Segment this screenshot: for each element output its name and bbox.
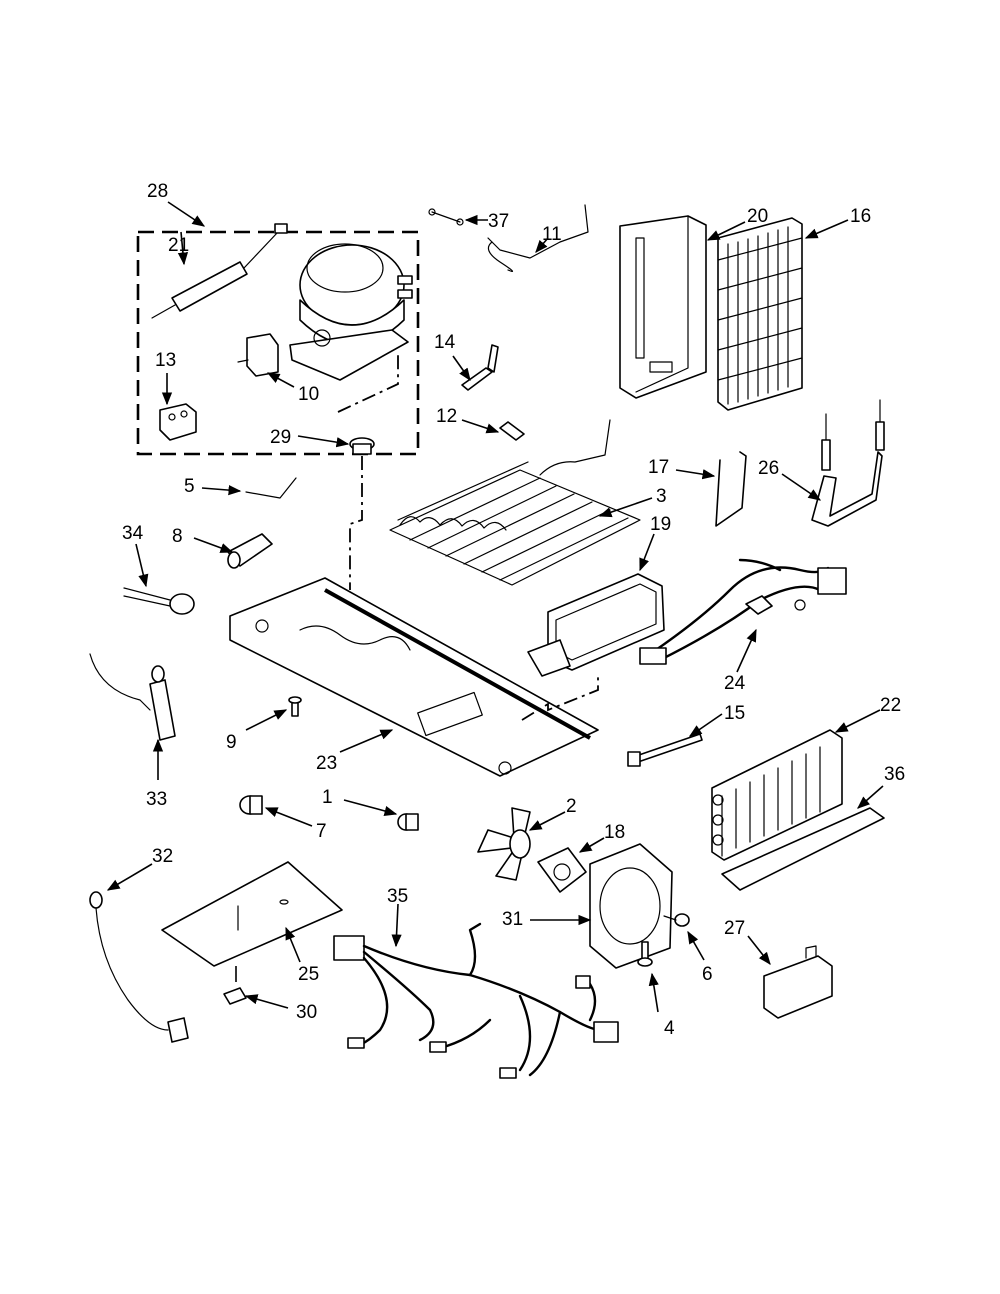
compressor-part[interactable] (289, 243, 413, 381)
spacer-7-part[interactable] (239, 795, 263, 815)
callout-18: 18 (604, 822, 625, 843)
screw-6-part[interactable] (663, 913, 690, 927)
callout-7: 7 (316, 821, 327, 842)
condenser-shroud-part[interactable] (619, 215, 707, 399)
evaporator-part[interactable] (389, 419, 641, 586)
callout-6: 6 (702, 964, 713, 985)
fan-bracket-part[interactable] (589, 843, 673, 969)
fan-blade-part[interactable] (477, 807, 531, 881)
callout-27: 27 (724, 918, 745, 939)
callout-34: 34 (122, 523, 144, 544)
start-relay-part[interactable] (237, 333, 279, 377)
callout-24: 24 (724, 673, 746, 694)
grommet-part[interactable] (349, 437, 375, 455)
compressor-kit-group (136, 223, 420, 456)
base-plate-part[interactable] (229, 577, 599, 777)
callout-16: 16 (850, 206, 871, 227)
callout-29: 29 (270, 427, 291, 448)
tube-37-part[interactable] (428, 208, 464, 226)
leader-lines (106, 201, 884, 1013)
capacitor-part[interactable] (159, 403, 197, 441)
tube-26-part[interactable] (811, 399, 885, 527)
callout-36: 36 (884, 764, 905, 785)
tube-14-part[interactable] (461, 344, 499, 391)
callout-37: 37 (488, 211, 509, 232)
callout-20: 20 (747, 206, 768, 227)
callout-25: 25 (298, 964, 319, 985)
thermistor-34-part[interactable] (123, 587, 195, 615)
callout-17: 17 (648, 457, 669, 478)
callout-1: 1 (322, 787, 333, 808)
callout-10: 10 (298, 384, 319, 405)
callout-32: 32 (152, 846, 173, 867)
cover-36-part[interactable] (721, 807, 885, 891)
drain-pan-part[interactable] (527, 573, 665, 677)
wire-harness-part[interactable] (333, 922, 619, 1079)
callout-11: 11 (542, 224, 562, 245)
fan-motor-part[interactable] (537, 847, 587, 893)
tube-17-part[interactable] (715, 451, 747, 527)
screw-9-part[interactable] (288, 696, 302, 717)
control-27-part[interactable] (763, 945, 833, 1019)
callout-5: 5 (184, 476, 195, 497)
callout-31: 31 (502, 909, 523, 930)
spacer-1-part[interactable] (397, 813, 419, 831)
evaporator-22-part[interactable] (711, 729, 843, 861)
callout-12: 12 (436, 406, 457, 427)
callout-15: 15 (724, 703, 745, 724)
filter-drier-part[interactable] (151, 223, 288, 319)
callout-3: 3 (656, 486, 667, 507)
callout-23: 23 (316, 753, 337, 774)
callout-26: 26 (758, 458, 779, 479)
clip-30-part[interactable] (223, 987, 247, 1005)
callout-22: 22 (880, 695, 901, 716)
callout-13: 13 (155, 350, 176, 371)
callout-28: 28 (147, 181, 168, 202)
condenser-part[interactable] (717, 217, 803, 411)
callout-14: 14 (434, 332, 456, 353)
insulation-pad-part[interactable] (161, 861, 343, 967)
sleeve-8-part[interactable] (227, 533, 273, 569)
callout-19: 19 (650, 514, 671, 535)
cable-tie-15-part[interactable] (627, 733, 703, 767)
clip-12-part[interactable] (499, 421, 525, 441)
callout-35: 35 (387, 886, 408, 907)
callout-9: 9 (226, 732, 237, 753)
callout-labels: 28 21 13 10 29 5 8 34 37 11 20 16 14 12 … (122, 181, 905, 1039)
callout-30: 30 (296, 1002, 317, 1023)
water-line-part[interactable] (89, 891, 189, 1043)
callout-33: 33 (146, 789, 167, 810)
callout-8: 8 (172, 526, 183, 547)
callout-2: 2 (566, 796, 577, 817)
callout-4: 4 (664, 1018, 675, 1039)
tube-5-part[interactable] (245, 477, 297, 499)
defrost-heater-33-part[interactable] (89, 653, 176, 741)
screw-4-part[interactable] (637, 941, 653, 967)
callout-21: 21 (168, 235, 189, 256)
power-harness-part[interactable] (639, 558, 847, 665)
